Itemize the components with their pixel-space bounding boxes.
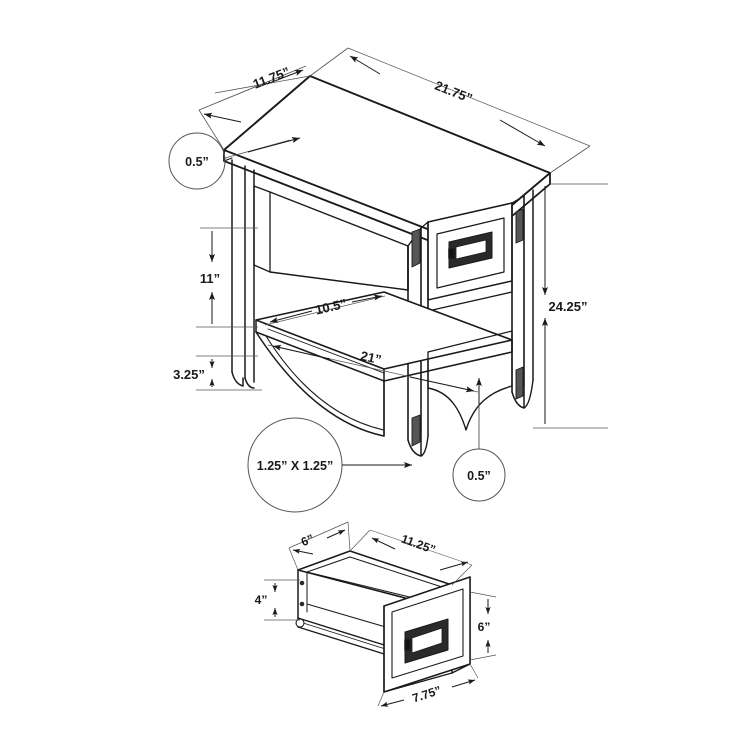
- side-scalloped-skirt: [427, 330, 513, 431]
- dim-width-top: [309, 47, 591, 174]
- label-height-overall: 24.25”: [548, 299, 587, 314]
- label-drawer-front-height: 6”: [478, 620, 491, 634]
- dim-shelf-to-floor: [196, 355, 262, 391]
- dim-drawer-front-width: [377, 663, 479, 707]
- drawer-front: [427, 202, 513, 312]
- label-callout-top-thickness: 0.5”: [185, 155, 209, 169]
- table-assembly: [223, 75, 551, 457]
- dim-depth-top: [198, 65, 311, 151]
- bottom-shelf: [255, 291, 513, 382]
- drawer-pull-hardware[interactable]: [448, 231, 493, 269]
- dimension-labels: 11.75” 21.75” 24.25” 11” 3.25” 10.5” 21”…: [173, 64, 587, 705]
- drawer-assembly: [295, 550, 471, 693]
- label-drawer-box-width: 11.25”: [399, 532, 437, 557]
- rear-right-leg: [511, 189, 534, 409]
- curved-front-apron: [255, 331, 385, 437]
- label-height-to-shelf: 11”: [200, 271, 220, 286]
- dim-drawer-box-width: [349, 529, 473, 586]
- drawer-front-pull-hardware[interactable]: [404, 618, 449, 664]
- label-shelf-width: 21”: [359, 348, 383, 367]
- label-depth-top: 11.75”: [251, 64, 292, 92]
- callout-shelf-thickness: [452, 378, 506, 502]
- dimension-lines-drawer: [264, 521, 497, 707]
- label-shelf-depth: 10.5”: [314, 296, 348, 318]
- callout-leg-section: [247, 417, 412, 513]
- label-width-top: 21.75”: [433, 78, 475, 106]
- left-side-panel: [231, 159, 409, 389]
- label-callout-shelf-thickness: 0.5”: [467, 469, 491, 483]
- dim-drawer-side-depth: [288, 521, 351, 571]
- label-drawer-side-depth: 6”: [299, 531, 316, 549]
- label-callout-leg-section: 1.25” X 1.25”: [257, 459, 333, 473]
- dimension-lines-table: [196, 47, 608, 429]
- label-shelf-to-floor: 3.25”: [173, 367, 205, 382]
- dim-drawer-front-height: [469, 591, 497, 661]
- dim-shelf-width: [267, 344, 479, 393]
- label-drawer-box-height: 4”: [255, 593, 268, 607]
- dim-height-to-shelf: [196, 227, 258, 328]
- dim-drawer-box-height: [264, 579, 300, 621]
- callout-top-thickness: [168, 132, 301, 190]
- label-drawer-front-width: 7.75”: [411, 683, 443, 705]
- dim-shelf-depth: [264, 294, 386, 326]
- drawer-front-panel: [383, 576, 471, 693]
- dim-height-overall: [533, 183, 608, 429]
